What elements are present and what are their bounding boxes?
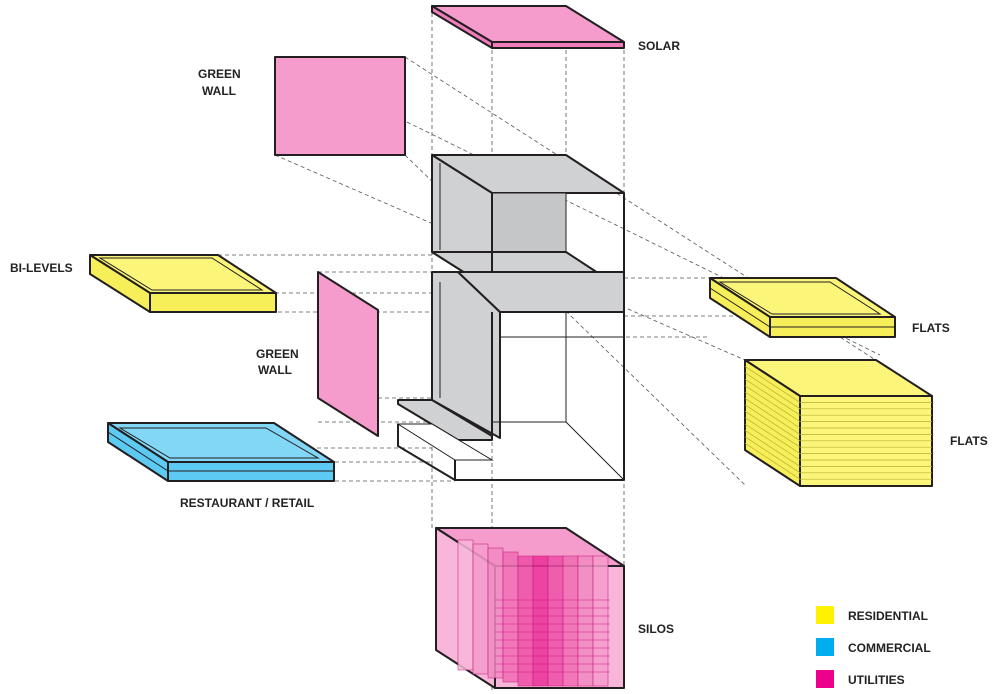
silo-strip — [517, 555, 534, 687]
flats-floor-line — [744, 442, 801, 480]
flats-floor-line — [744, 430, 801, 467]
legend-swatch-residential — [816, 606, 834, 624]
green-wall-top-label-line2: WALL — [202, 84, 236, 98]
legend: RESIDENTIAL COMMERCIAL UTILITIES — [816, 606, 931, 688]
flats-floor-line — [744, 366, 801, 403]
green-wall-top — [274, 56, 406, 156]
green-wall-mid — [317, 271, 379, 437]
green-wall-mid-label-line1: GREEN — [256, 347, 299, 361]
legend-label-utilities: UTILITIES — [848, 673, 905, 687]
core-lower — [397, 271, 625, 441]
silo-strip — [532, 555, 549, 687]
legend-label-commercial: COMMERCIAL — [848, 641, 931, 655]
silo-strip — [562, 555, 579, 687]
silo-strip — [472, 543, 489, 675]
flats-floor-line — [744, 385, 801, 422]
core-frame — [396, 311, 625, 481]
restaurant-retail-label: RESTAURANT / RETAIL — [180, 496, 314, 510]
flats-floor-line — [744, 410, 801, 448]
flats-floor-line — [744, 391, 801, 429]
legend-label-residential: RESIDENTIAL — [848, 609, 928, 623]
bi-levels-slab — [89, 254, 277, 313]
legend-swatch-commercial — [816, 638, 834, 656]
silo-strip — [592, 555, 609, 687]
silo-strip — [457, 539, 474, 671]
silo-strip — [577, 555, 594, 687]
silo-strip — [487, 547, 504, 679]
flats-floor-line — [744, 436, 801, 474]
bi-levels-label: BI-LEVELS — [10, 261, 73, 275]
restaurant-retail-slab — [107, 422, 335, 482]
silo-strip — [547, 555, 564, 687]
flats-floor-lines — [744, 366, 932, 480]
silos-label: SILOS — [638, 622, 674, 636]
solar-label: SOLAR — [638, 39, 680, 53]
flats-floor-line — [744, 417, 801, 454]
flats-slab — [709, 277, 896, 338]
flats-block-label: FLATS — [950, 434, 988, 448]
flats-floor-line — [744, 378, 801, 416]
green-wall-mid-label-line2: WALL — [258, 363, 292, 377]
flats-block — [744, 359, 933, 487]
flats-floor-line — [744, 398, 801, 435]
green-wall-top-label-line1: GREEN — [198, 67, 241, 81]
silo-strip — [502, 551, 519, 683]
silos — [435, 527, 625, 689]
flats-floor-line — [744, 372, 801, 410]
flats-floor-line — [744, 404, 801, 442]
silo-strips — [457, 539, 610, 687]
flats-slab-label: FLATS — [912, 321, 950, 335]
legend-swatch-utilities — [816, 670, 834, 688]
solar-panel — [431, 5, 625, 49]
flats-floor-line — [744, 423, 801, 461]
